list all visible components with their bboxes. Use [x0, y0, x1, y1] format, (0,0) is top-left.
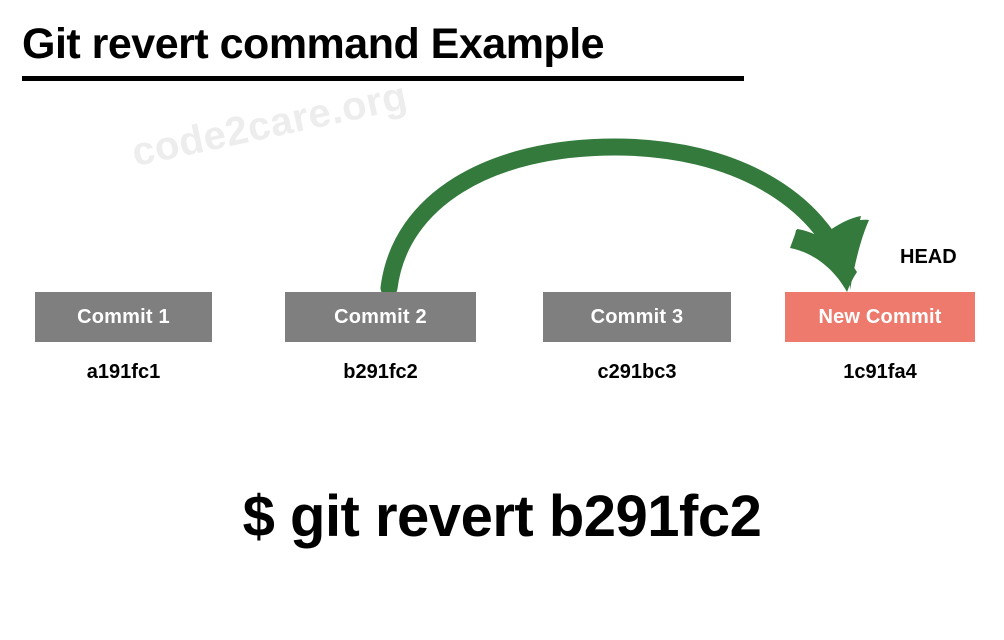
revert-arrow-arc [380, 138, 854, 297]
commit-box-3[interactable]: Commit 3 [543, 292, 731, 342]
git-revert-command: $ git revert b291fc2 [242, 484, 762, 549]
head-label: HEAD [900, 246, 957, 268]
commit-hash-1: a191fc1 [86, 361, 161, 383]
commit-box-new[interactable]: New Commit [785, 292, 975, 342]
watermark-code2care: code2care.org [128, 73, 411, 176]
commit-hash-2: b291fc2 [343, 361, 418, 383]
commit-box-1[interactable]: Commit 1 [35, 292, 212, 342]
commit-hash-3: c291bc3 [597, 361, 677, 383]
revert-arrow-head [790, 216, 869, 292]
commit-box-2[interactable]: Commit 2 [285, 292, 476, 342]
title-underline [22, 76, 744, 81]
page-title: Git revert command Example [22, 20, 605, 68]
commit-hash-new: 1c91fa4 [843, 361, 917, 383]
